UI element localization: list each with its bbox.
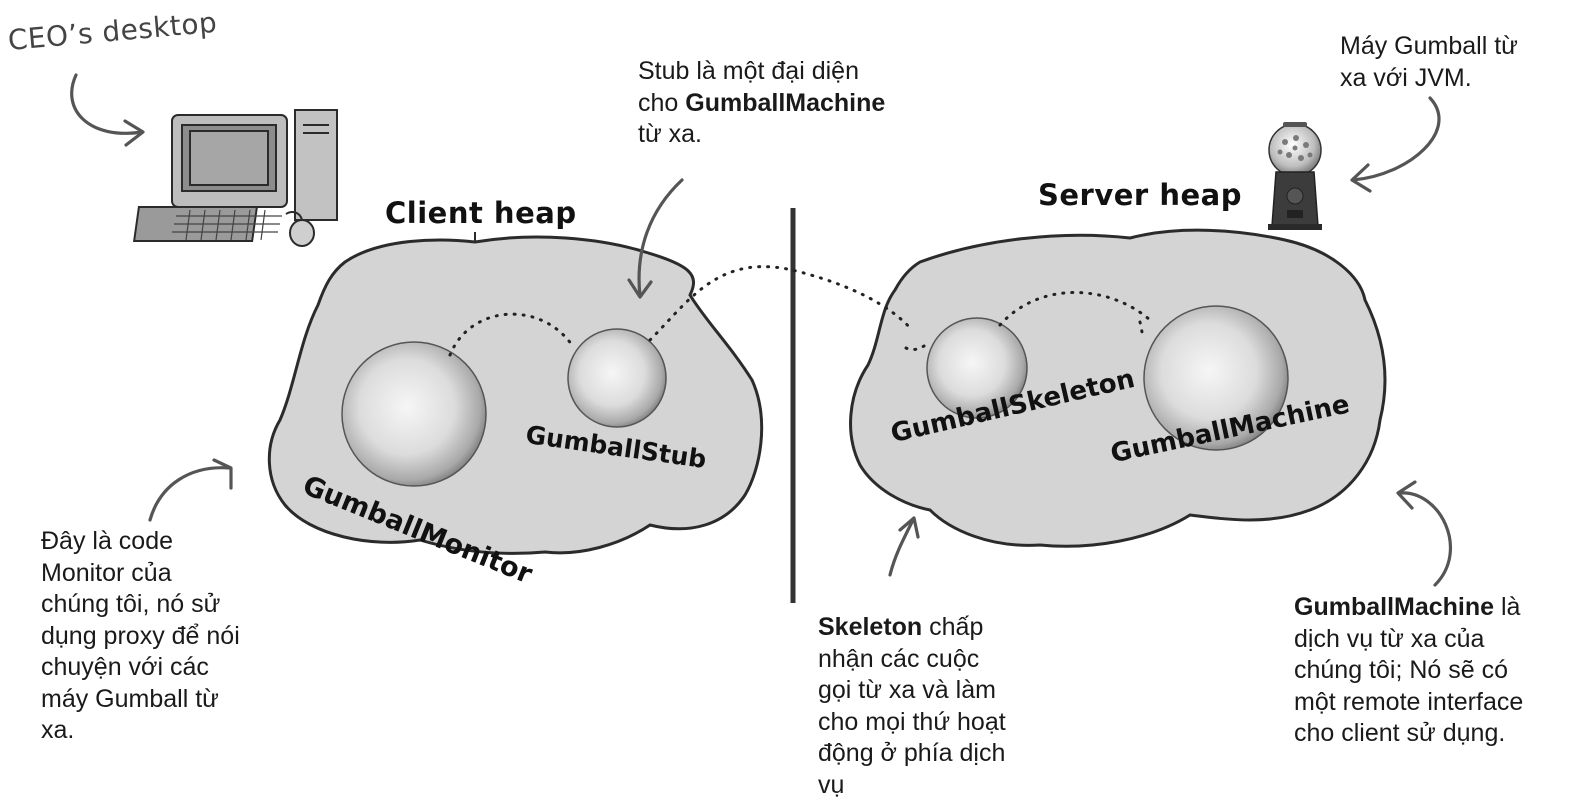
- stub-note-prefix: cho: [638, 88, 686, 117]
- skeleton-note-rest: chấp: [922, 613, 984, 641]
- monitor-note-line: chuyện với các: [41, 653, 209, 681]
- monitor-note-line: Monitor của: [41, 558, 172, 587]
- gumball-monitor-sphere: [341, 341, 487, 487]
- stub-note-line2: cho GumballMachine: [638, 88, 885, 120]
- annotation-arrows: [70, 73, 1453, 587]
- jvm-note-line1: Máy Gumball từ: [1340, 32, 1518, 60]
- monitor-note: Đây là code Monitor của chúng tôi, nó sử…: [41, 526, 240, 747]
- monitor-note-line: xa.: [41, 716, 75, 744]
- skeleton-note-line: gọi từ xa và làm: [818, 676, 996, 704]
- skeleton-note-line: cho mọi thứ hoạt: [818, 707, 1006, 736]
- gumball-stub-sphere: [567, 328, 667, 428]
- server-heap-title: Server heap: [1038, 178, 1242, 212]
- machine-note-line1: GumballMachine là: [1294, 592, 1523, 624]
- skeleton-note-line: vụ: [818, 770, 845, 799]
- machine-note-line: cho client sử dụng.: [1294, 719, 1506, 747]
- skeleton-note-bold: Skeleton: [818, 613, 923, 641]
- machine-note-line: dịch vụ từ xa của: [1294, 624, 1485, 653]
- server-heap-blob: [849, 228, 1387, 548]
- machine-note: GumballMachine là dịch vụ từ xa của chún…: [1294, 592, 1523, 750]
- jvm-note-line2: xa với JVM.: [1340, 63, 1472, 92]
- gumball-skeleton-sphere: [926, 317, 1028, 419]
- stub-note-line1: Stub là một đại diện: [638, 57, 859, 85]
- skeleton-note: Skeleton chấp nhận các cuộc gọi từ xa và…: [818, 612, 1006, 801]
- monitor-note-line: dụng proxy để nói: [41, 621, 240, 650]
- machine-note-line: một remote interface: [1294, 687, 1524, 716]
- jvm-note: Máy Gumball từ xa với JVM.: [1340, 31, 1518, 94]
- stub-note-line3: từ xa.: [638, 120, 702, 148]
- skeleton-note-line1: Skeleton chấp: [818, 612, 1006, 644]
- stub-note: Stub là một đại diện cho GumballMachine …: [638, 56, 885, 151]
- monitor-note-line: Đây là code: [41, 527, 174, 555]
- monitor-note-line: máy Gumball từ: [41, 684, 219, 713]
- gumball-machine-sphere: [1143, 305, 1289, 451]
- machine-note-line: chúng tôi; Nó sẽ có: [1294, 656, 1509, 684]
- client-heap-title: Client heap: [385, 196, 577, 230]
- machine-note-rest: là: [1494, 593, 1521, 621]
- skeleton-note-line: động ở phía dịch: [818, 739, 1006, 767]
- dotted-connections: [448, 265, 1152, 357]
- stub-note-bold: GumballMachine: [685, 88, 886, 117]
- desktop-computer-icon: [132, 109, 338, 247]
- skeleton-note-line: nhận các cuộc: [818, 644, 980, 673]
- machine-note-bold: GumballMachine: [1294, 593, 1495, 621]
- monitor-note-line: chúng tôi, nó sử: [41, 590, 221, 618]
- gumball-machine-icon: [1268, 122, 1322, 230]
